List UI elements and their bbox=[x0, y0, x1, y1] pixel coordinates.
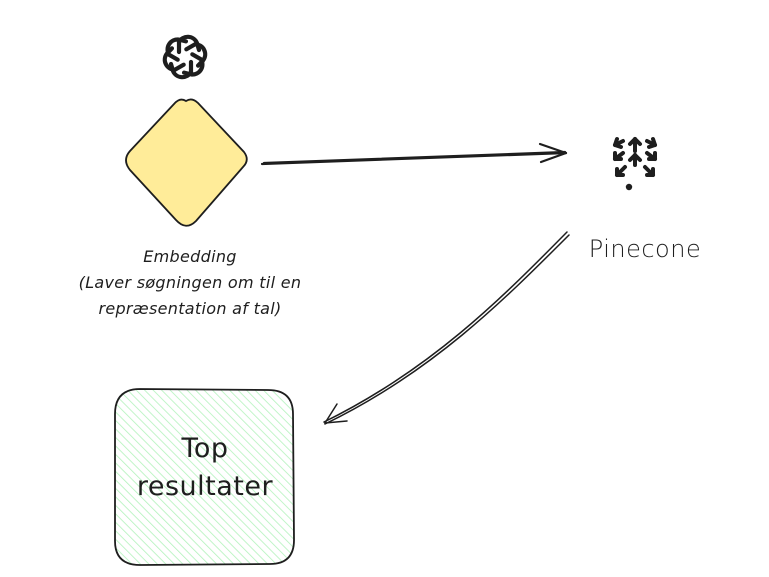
pinecone-logo-icon bbox=[613, 137, 657, 191]
results-box bbox=[114, 388, 295, 566]
results-label-line1: Top bbox=[181, 433, 229, 464]
embedding-label: Embedding (Laver søgningen om til en rep… bbox=[20, 244, 360, 322]
openai-logo-icon bbox=[162, 34, 208, 80]
embedding-label-line1: Embedding bbox=[143, 247, 237, 266]
results-label-line2: resultater bbox=[136, 471, 274, 502]
arrow-pinecone-to-results bbox=[323, 231, 570, 425]
pinecone-label: Pinecone bbox=[588, 235, 702, 263]
results-label: Top resultater bbox=[113, 430, 297, 506]
arrow-embedding-to-pinecone bbox=[260, 142, 568, 166]
embedding-label-line2: (Laver søgningen om til en bbox=[78, 273, 302, 292]
embedding-diamond bbox=[125, 98, 248, 227]
embedding-label-line3: repræsentation af tal) bbox=[98, 299, 282, 318]
